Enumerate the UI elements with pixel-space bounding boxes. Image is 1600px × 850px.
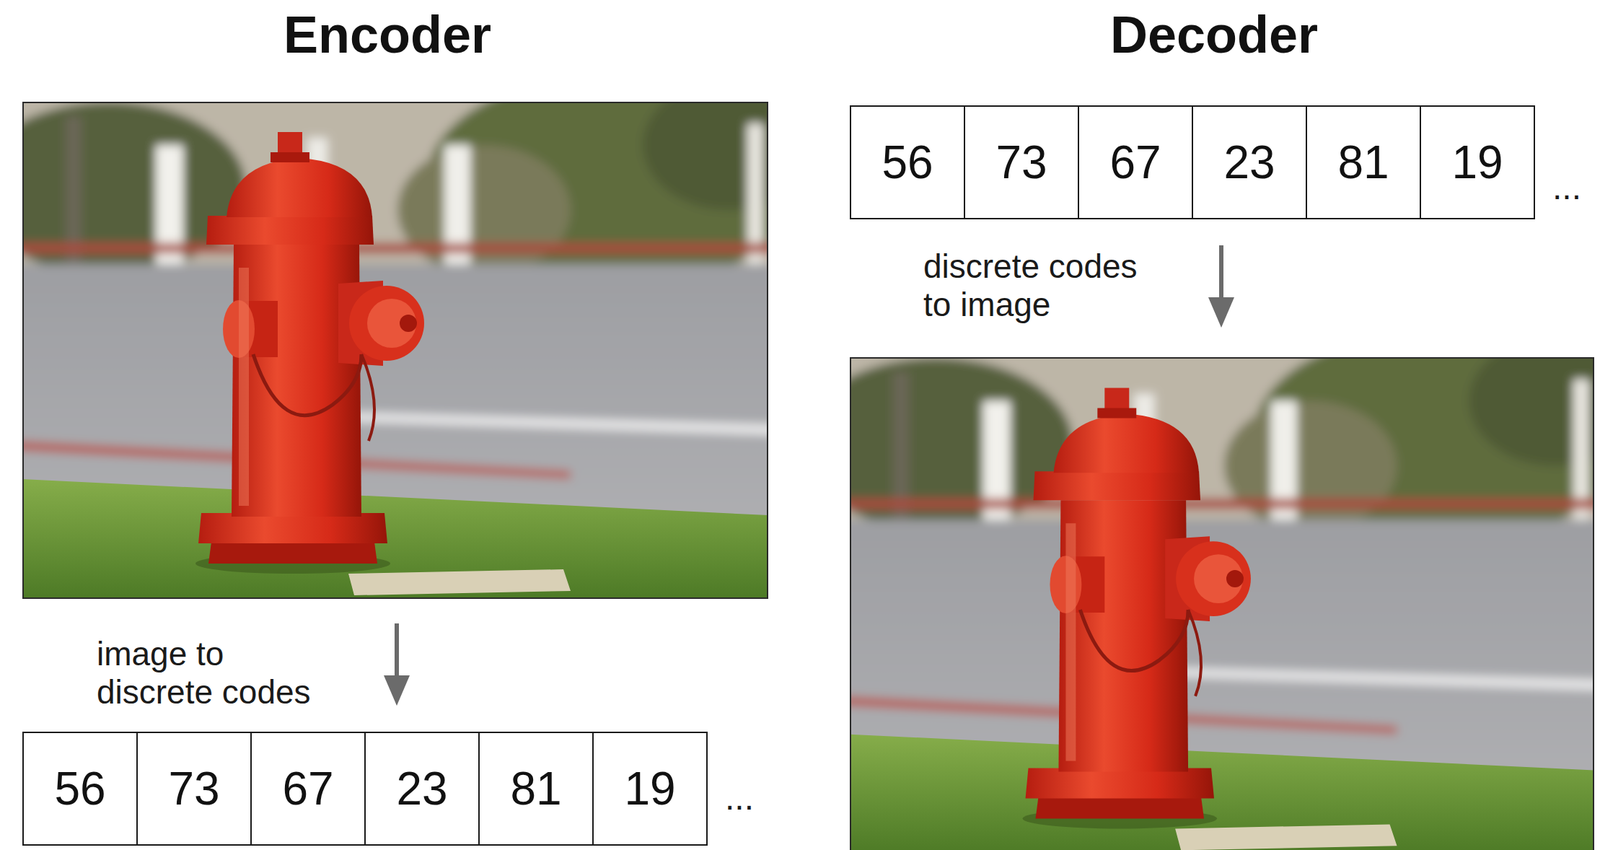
code-number: 73 <box>168 765 220 812</box>
code-box: 23 <box>1191 105 1308 220</box>
section-heading: Decoder <box>1110 8 1318 61</box>
photo-output <box>849 357 1595 850</box>
ellipsis: ... <box>1552 170 1582 205</box>
ellipsis: ... <box>724 780 754 816</box>
code-number: 73 <box>995 139 1047 186</box>
code-box: 81 <box>1305 105 1422 220</box>
code-box: 67 <box>1077 105 1194 220</box>
code-number: 67 <box>282 765 334 812</box>
code-number: 67 <box>1109 139 1161 186</box>
code-number: 81 <box>1337 139 1389 186</box>
code-number: 19 <box>1451 139 1503 186</box>
code-box: 73 <box>136 731 252 846</box>
code-box: 19 <box>1419 105 1536 220</box>
code-number: 81 <box>510 765 562 812</box>
code-number: 56 <box>881 139 933 186</box>
code-number: 23 <box>396 765 448 812</box>
code-box: 81 <box>478 731 594 846</box>
code-number: 56 <box>54 765 106 812</box>
code-box: 23 <box>364 731 480 846</box>
section-heading: Encoder <box>283 8 492 61</box>
code-number: 23 <box>1223 139 1275 186</box>
code-box: 19 <box>592 731 708 846</box>
code-box: 67 <box>250 731 366 846</box>
code-box: 73 <box>963 105 1080 220</box>
down-arrow <box>1199 242 1243 332</box>
code-number: 19 <box>623 765 676 812</box>
step-label: discrete codes to image <box>923 247 1169 324</box>
code-box: 56 <box>849 105 966 220</box>
step-label: image to discrete codes <box>96 634 342 712</box>
code-box: 56 <box>22 731 138 846</box>
photo-input <box>22 101 769 599</box>
down-arrow <box>375 620 419 710</box>
